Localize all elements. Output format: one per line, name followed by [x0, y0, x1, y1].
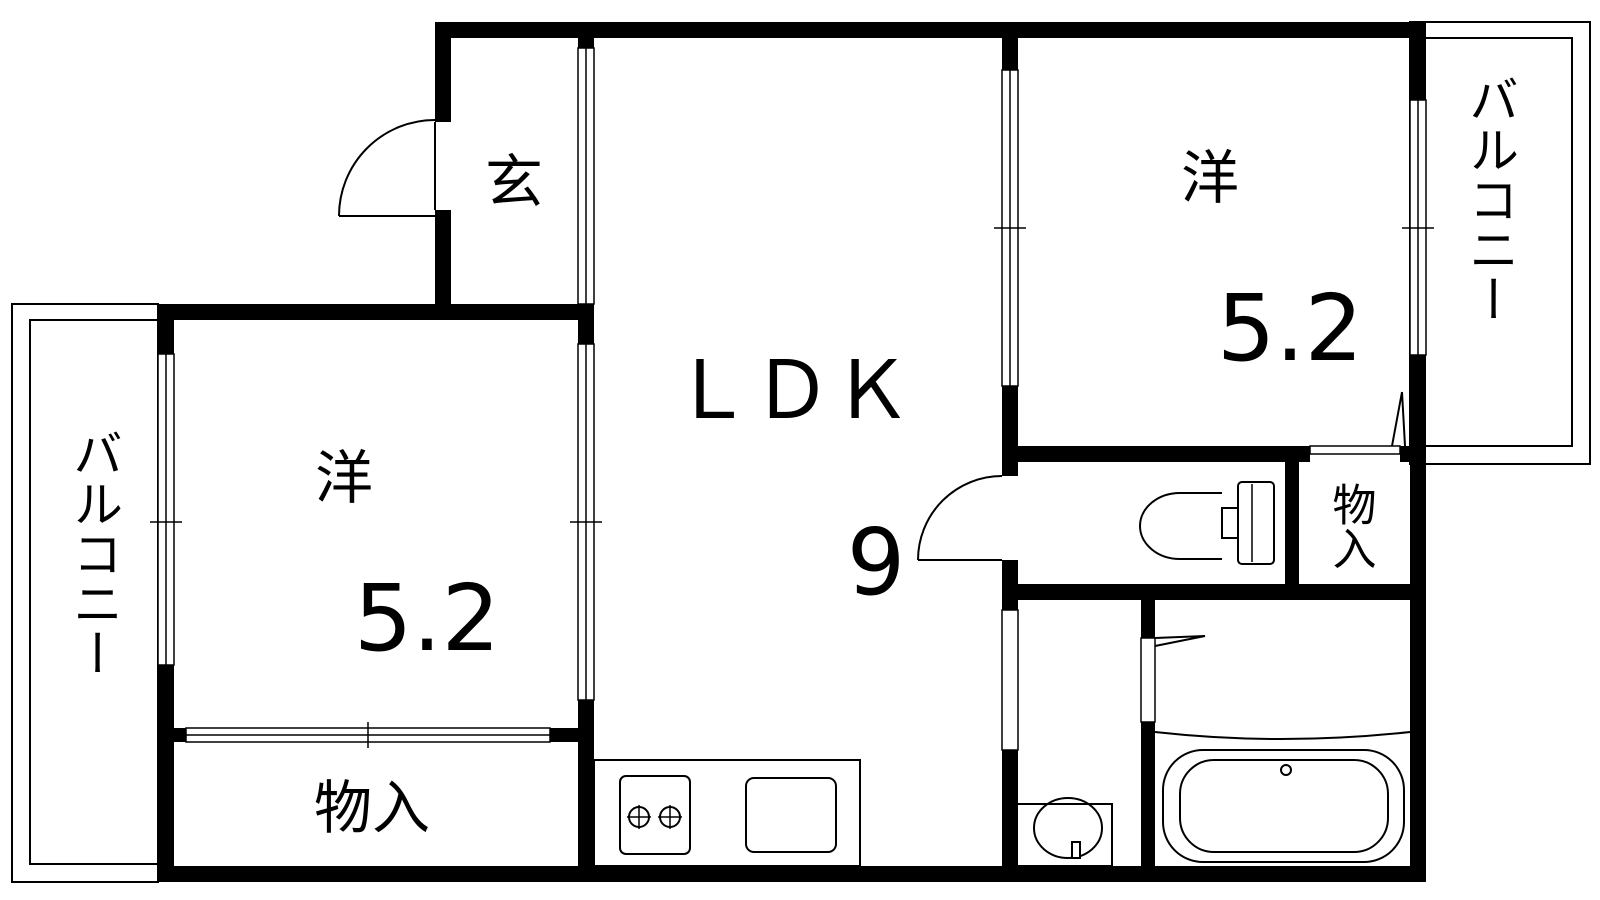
balcony-left-label: バルコニー — [65, 428, 123, 678]
wash-basin-icon — [1018, 797, 1113, 867]
ldk-label: ＬＤＫ — [672, 344, 912, 437]
balcony-right-label: バルコニー — [1461, 74, 1519, 324]
sink-icon — [745, 777, 837, 853]
stove-icon — [627, 805, 682, 829]
walls — [158, 22, 1426, 882]
toilet-door-icon — [917, 475, 1003, 561]
windows — [150, 47, 1434, 751]
closet-door-icon — [1391, 391, 1406, 447]
genkan-label: 玄 — [485, 148, 543, 216]
bathtub-icon — [1154, 731, 1411, 863]
closet-bottom-label: 物入 — [314, 774, 430, 842]
washroom-door-icon — [1154, 635, 1206, 647]
entrance-door-icon — [338, 119, 436, 217]
western-right-size: 5.2 — [1217, 275, 1363, 382]
western-right-label: 洋 — [1181, 144, 1239, 212]
kitchen-counter — [593, 759, 861, 867]
western-left-size: 5.2 — [354, 565, 500, 672]
western-left-label: 洋 — [315, 444, 373, 512]
ldk-size: 9 — [847, 509, 906, 616]
toilet-icon — [1139, 481, 1275, 565]
closet-toilet-label: 物入 — [1325, 482, 1376, 570]
